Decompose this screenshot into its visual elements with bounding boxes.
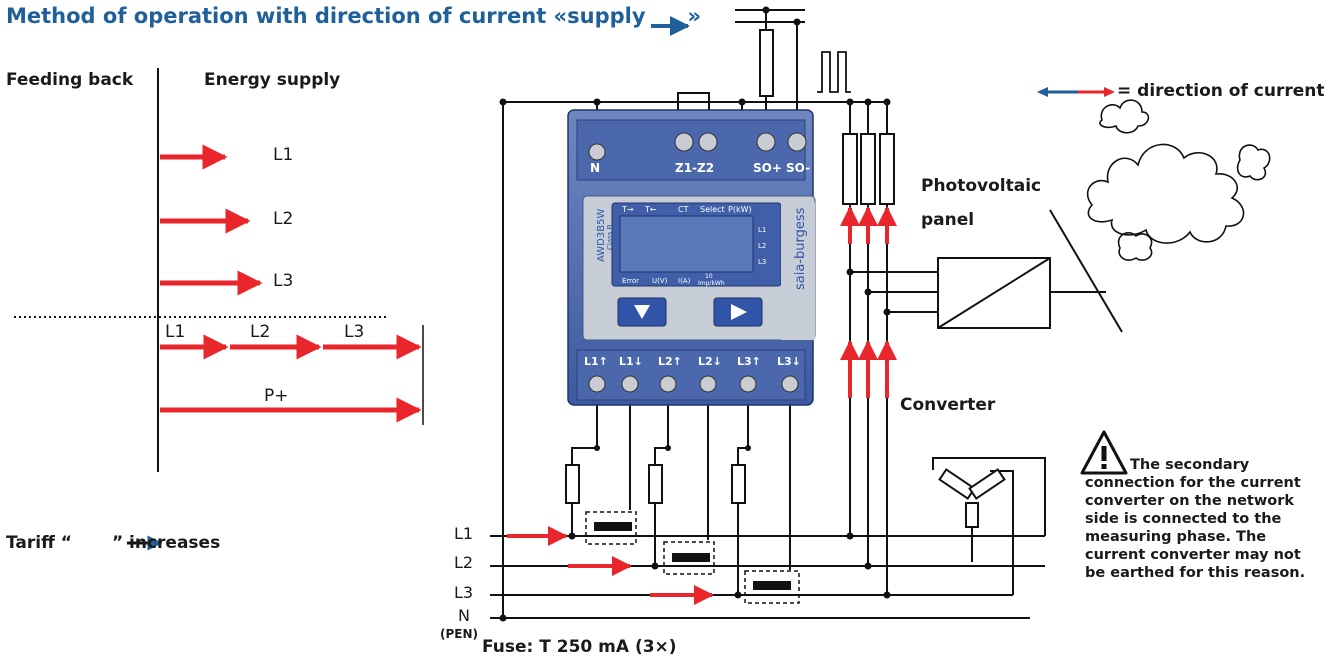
phase-l1-label: L1 xyxy=(273,145,294,165)
terminal-n-label: N xyxy=(590,161,600,175)
terminal-z-label: Z1-Z2 xyxy=(675,161,714,175)
display-l1: L1 xyxy=(758,226,766,234)
terminal-l3-in: L3↑ xyxy=(737,355,761,368)
display-t-forward: T→ xyxy=(621,205,634,214)
meter-model: AWD3B5W xyxy=(596,209,607,262)
junction-dots xyxy=(499,6,891,622)
panel-label: panel xyxy=(921,210,975,230)
display-imp-unit: Imp/kWh xyxy=(698,280,725,287)
tariff-prefix: Tariff “ xyxy=(6,533,72,553)
display-power: P(kW) xyxy=(728,205,752,214)
top-terminal-screws xyxy=(588,132,807,161)
meter-brand: saia-burgess xyxy=(793,207,808,290)
energy-meter xyxy=(567,109,816,406)
display-ia: I(A) xyxy=(678,277,691,285)
display-uv: U(V) xyxy=(652,277,668,285)
legend-text: = direction of current xyxy=(1117,81,1325,101)
chain-l3-label: L3 xyxy=(344,322,365,342)
energy-supply-label: Energy supply xyxy=(204,70,341,90)
line-l1-label: L1 xyxy=(454,524,474,543)
pv-resistors xyxy=(842,133,895,205)
terminal-l1-in: L1↑ xyxy=(584,355,608,368)
page-title-text: Method of operation with direction of cu… xyxy=(6,4,646,28)
legend-bidirectional-arrow-icon xyxy=(1037,87,1115,97)
bottom-terminal-screws xyxy=(588,375,799,393)
display-error: Error xyxy=(622,277,639,285)
cloud-icon xyxy=(1086,99,1271,261)
terminal-so-minus-label: SO- xyxy=(786,161,810,175)
terminal-l3-out: L3↓ xyxy=(777,355,801,368)
current-transformers xyxy=(585,511,800,604)
converter-label: Converter xyxy=(900,395,996,415)
phase-l2-label: L2 xyxy=(273,209,294,229)
left-power-flow-panel xyxy=(14,68,424,472)
terminal-l2-in: L2↑ xyxy=(658,355,682,368)
display-l3: L3 xyxy=(758,258,766,266)
total-power-label: P+ xyxy=(264,386,289,406)
page-title: Method of operation with direction of cu… xyxy=(6,4,701,28)
terminal-so-plus-label: SO+ xyxy=(753,161,782,175)
inverter-box xyxy=(937,257,1051,329)
tariff-label: Tariff “ ” increases xyxy=(6,533,220,553)
line-l2-label: L2 xyxy=(454,553,474,572)
chain-l1-label: L1 xyxy=(165,322,186,342)
chain-l2-label: L2 xyxy=(250,322,271,342)
warning-icon xyxy=(1080,430,1128,475)
display-l2: L2 xyxy=(758,242,766,250)
warning-note: The secondary connection for the current… xyxy=(1085,457,1306,581)
terminal-l2-out: L2↓ xyxy=(698,355,722,368)
tariff-suffix: ” increases xyxy=(111,533,221,553)
display-ct: CT xyxy=(678,205,689,214)
feeding-back-label: Feeding back xyxy=(6,70,134,90)
display-select: Select xyxy=(700,205,725,214)
fuse-label: Fuse: T 250 mA (3×) xyxy=(482,637,677,657)
pen-label: (PEN) xyxy=(440,627,479,641)
meter-class: Class B xyxy=(606,224,614,250)
photovoltaic-label: Photovoltaic xyxy=(921,176,1042,196)
display-t-backward: T← xyxy=(644,205,657,214)
star-connection xyxy=(938,468,1006,528)
phase-l3-label: L3 xyxy=(273,271,294,291)
line-n-label: N xyxy=(458,606,470,625)
terminal-l1-out: L1↓ xyxy=(619,355,643,368)
line-l3-label: L3 xyxy=(454,583,474,602)
flow-arrows xyxy=(507,206,897,605)
display-imp-value: 10 xyxy=(705,273,713,280)
fuses xyxy=(565,29,774,504)
page-title-end: » xyxy=(687,4,702,28)
